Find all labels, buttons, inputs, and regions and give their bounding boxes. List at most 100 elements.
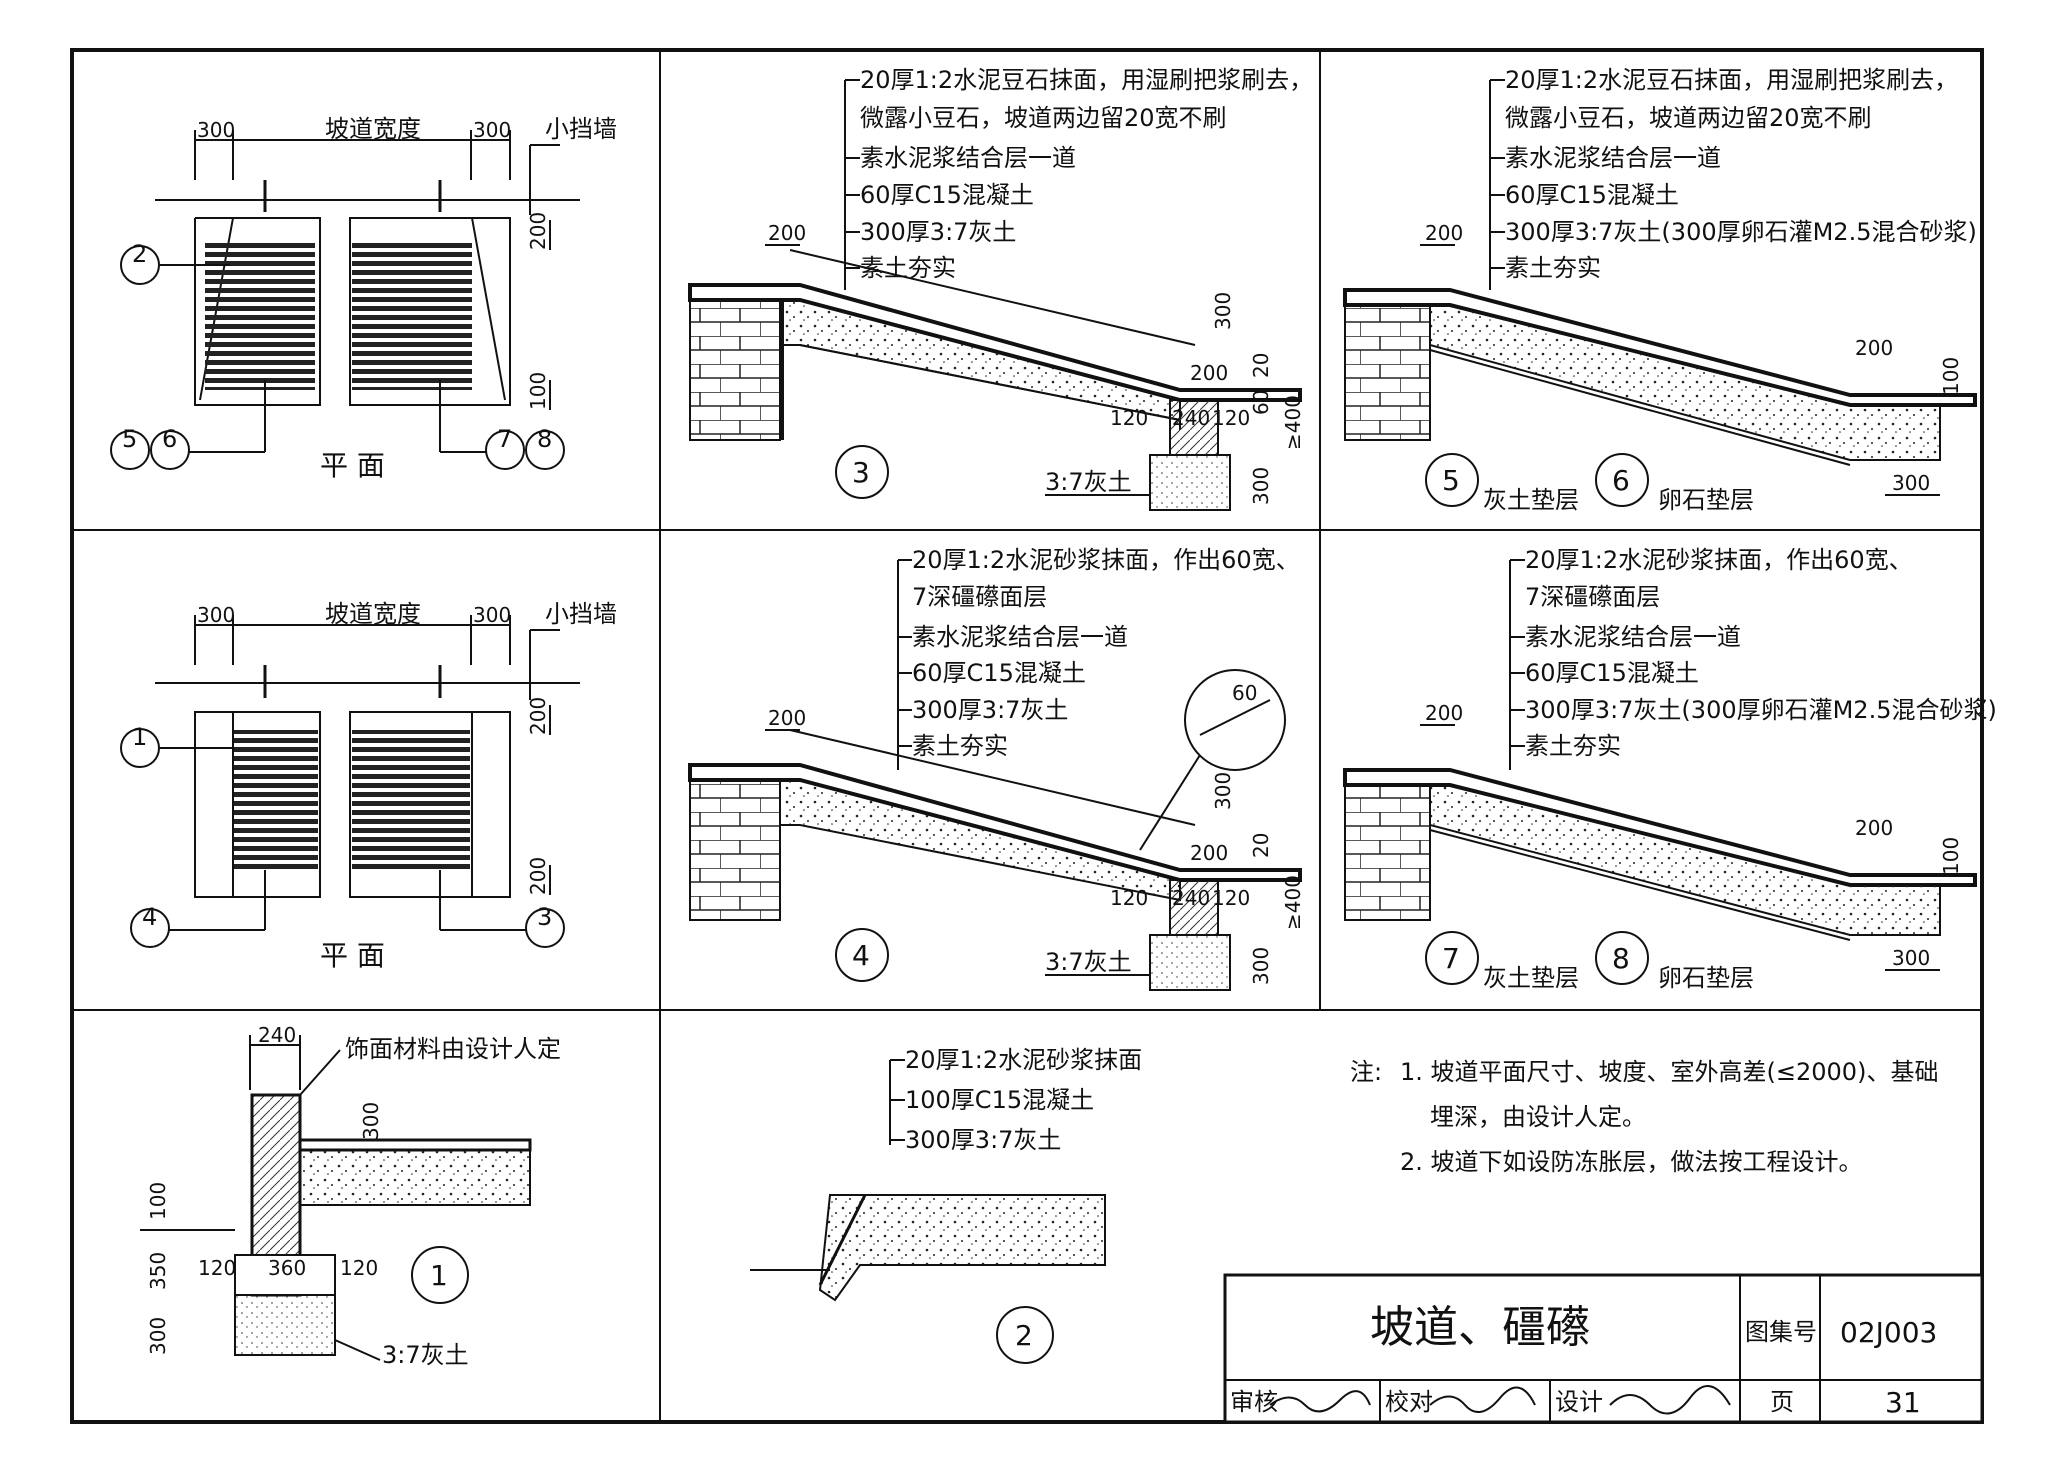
number-b: 8 xyxy=(1612,942,1630,975)
sheet-frame xyxy=(70,48,1984,1424)
dim-200: 200 xyxy=(526,212,550,250)
mid-plan: 300 坡道宽度 300 小挡墙 200 200 1 4 3 平 面 xyxy=(120,600,617,972)
layer-4: 300厚3:7灰土 xyxy=(860,218,1016,246)
detail-number: 1 xyxy=(430,1259,448,1292)
layer-2: 素水泥浆结合层一道 xyxy=(1525,623,1741,651)
dim-300: 300 xyxy=(1892,946,1930,970)
dim-300-right: 300 xyxy=(473,603,511,627)
dim-300-b: 300 xyxy=(1249,467,1273,505)
dim-400: ≥400 xyxy=(1281,395,1305,450)
plan-title: 平 面 xyxy=(320,449,385,482)
dim-120-b: 120 xyxy=(340,1256,378,1280)
atlas-label: 图集号 xyxy=(1745,1318,1817,1346)
label-a: 灰土垫层 xyxy=(1483,486,1579,514)
dim-200-top: 200 xyxy=(1425,221,1463,245)
title-block: 坡道、礓礤 图集号 02J003 审核 校对 设计 页 31 xyxy=(1223,1273,1984,1424)
label-b: 卵石垫层 xyxy=(1658,486,1754,514)
callout-6: 6 xyxy=(162,425,177,453)
dim-300: 300 xyxy=(359,1102,383,1140)
callout-7: 7 xyxy=(497,425,512,453)
dim-300: 300 xyxy=(1211,292,1235,330)
detail-1: 240 饰面材料由设计人定 300 100 350 300 120 360 12… xyxy=(140,1023,561,1369)
note-line-3: 2. 坡道下如设防冻胀层，做法按工程设计。 xyxy=(1400,1148,1863,1176)
dim-240: 240 xyxy=(1172,886,1210,910)
sheet-title: 坡道、礓礤 xyxy=(1370,1302,1590,1353)
detail-4: 20厚1:2水泥砂浆抹面，作出60宽、 7深礓礤面层 素水泥浆结合层一道 60厚… xyxy=(688,546,1305,991)
layer-5: 素土夯实 xyxy=(912,732,1008,760)
plan-title: 平 面 xyxy=(320,939,385,972)
layer-1: 7深礓礤面层 xyxy=(1525,583,1660,611)
callout-3: 3 xyxy=(537,903,552,931)
dim-120-a: 120 xyxy=(198,1256,236,1280)
label-a: 灰土垫层 xyxy=(1483,964,1579,992)
dim-200: 200 xyxy=(1855,816,1893,840)
page-number: 31 xyxy=(1885,1386,1921,1419)
detail-number: 2 xyxy=(1015,1319,1033,1352)
dim-100: 100 xyxy=(526,372,550,410)
layer-2: 素水泥浆结合层一道 xyxy=(1505,144,1721,172)
detail-3: 20厚1:2水泥豆石抹面，用湿刷把浆刷去， 微露小豆石，坡道两边留20宽不刷 素… xyxy=(688,66,1313,511)
dim-350: 350 xyxy=(146,1252,170,1290)
layer-3: 60厚C15混凝土 xyxy=(1505,181,1679,209)
detail-5-6: 20厚1:2水泥豆石抹面，用湿刷把浆刷去， 微露小豆石，坡道两边留20宽不刷 素… xyxy=(1343,66,1977,514)
footing-label: 3:7灰土 xyxy=(1045,468,1132,496)
layer-2: 素水泥浆结合层一道 xyxy=(860,144,1076,172)
ramp-width-label: 坡道宽度 xyxy=(325,115,421,143)
finish-note: 饰面材料由设计人定 xyxy=(345,1035,561,1063)
layer-2: 素水泥浆结合层一道 xyxy=(912,623,1128,651)
dim-100: 100 xyxy=(1939,357,1963,395)
label-b: 卵石垫层 xyxy=(1658,964,1754,992)
dim-200-top: 200 xyxy=(768,221,806,245)
ramp-width-label: 坡道宽度 xyxy=(325,600,421,628)
layer-4: 300厚3:7灰土(300厚卵石灌M2.5混合砂浆) xyxy=(1505,218,1977,246)
dim-100: 100 xyxy=(146,1182,170,1220)
footing-label: 3:7灰土 xyxy=(1045,948,1132,976)
signature-3 xyxy=(1609,1385,1731,1415)
layer-0: 20厚1:2水泥豆石抹面，用湿刷把浆刷去， xyxy=(860,66,1313,94)
bubble-dim: 60 xyxy=(1232,681,1257,705)
layer-1: 微露小豆石，坡道两边留20宽不刷 xyxy=(860,104,1227,132)
dim-200-top: 200 xyxy=(768,706,806,730)
layer-1: 微露小豆石，坡道两边留20宽不刷 xyxy=(1505,104,1872,132)
dim-400: ≥400 xyxy=(1281,875,1305,930)
dim-200-a: 200 xyxy=(526,697,550,735)
dim-120-b: 120 xyxy=(1212,886,1250,910)
dim-200-top: 200 xyxy=(1425,701,1463,725)
dim-300-b: 300 xyxy=(146,1317,170,1355)
top-plan: 300 坡道宽度 300 小挡墙 200 100 2 5 6 7 8 xyxy=(110,115,617,482)
small-wall-label: 小挡墙 xyxy=(545,115,617,143)
detail-2: 20厚1:2水泥砂浆抹面 100厚C15混凝土 300厚3:7灰土 2 xyxy=(750,1046,1142,1364)
dim-300: 300 xyxy=(1892,471,1930,495)
dim-300-left: 300 xyxy=(197,118,235,142)
callout-4: 4 xyxy=(142,903,157,931)
dim-120-a: 120 xyxy=(1110,406,1148,430)
layer-1: 100厚C15混凝土 xyxy=(905,1086,1094,1114)
signature-2 xyxy=(1429,1386,1536,1413)
dim-300-right: 300 xyxy=(473,118,511,142)
note-line-1: 1. 坡道平面尺寸、坡度、室外高差(≤2000)、基础 xyxy=(1400,1058,1938,1086)
detail-7-8: 20厚1:2水泥砂浆抹面，作出60宽、 7深礓礤面层 素水泥浆结合层一道 60厚… xyxy=(1343,546,1997,992)
number-a: 5 xyxy=(1442,464,1460,497)
atlas-number: 02J003 xyxy=(1840,1316,1937,1349)
footing-label: 3:7灰土 xyxy=(382,1341,469,1369)
dim-20: 20 xyxy=(1249,353,1273,378)
dim-120-a: 120 xyxy=(1110,886,1148,910)
signature-1 xyxy=(1269,1390,1371,1413)
layer-3: 60厚C15混凝土 xyxy=(860,181,1034,209)
check-label: 校对 xyxy=(1385,1388,1433,1416)
notes-lead: 注: xyxy=(1350,1058,1382,1086)
dim-300: 300 xyxy=(1211,772,1235,810)
review-label: 审核 xyxy=(1230,1388,1278,1416)
layer-5: 素土夯实 xyxy=(1505,254,1601,282)
layer-0: 20厚1:2水泥砂浆抹面，作出60宽、 xyxy=(1525,546,1913,574)
detail-number: 3 xyxy=(852,456,870,489)
dim-300-left: 300 xyxy=(197,603,235,627)
dim-240: 240 xyxy=(1172,406,1210,430)
callout-2: 2 xyxy=(132,240,147,268)
callout-8: 8 xyxy=(537,425,552,453)
page-label: 页 xyxy=(1770,1388,1794,1416)
callout-1: 1 xyxy=(132,723,147,751)
number-b: 6 xyxy=(1612,464,1630,497)
dim-300-b: 300 xyxy=(1249,947,1273,985)
